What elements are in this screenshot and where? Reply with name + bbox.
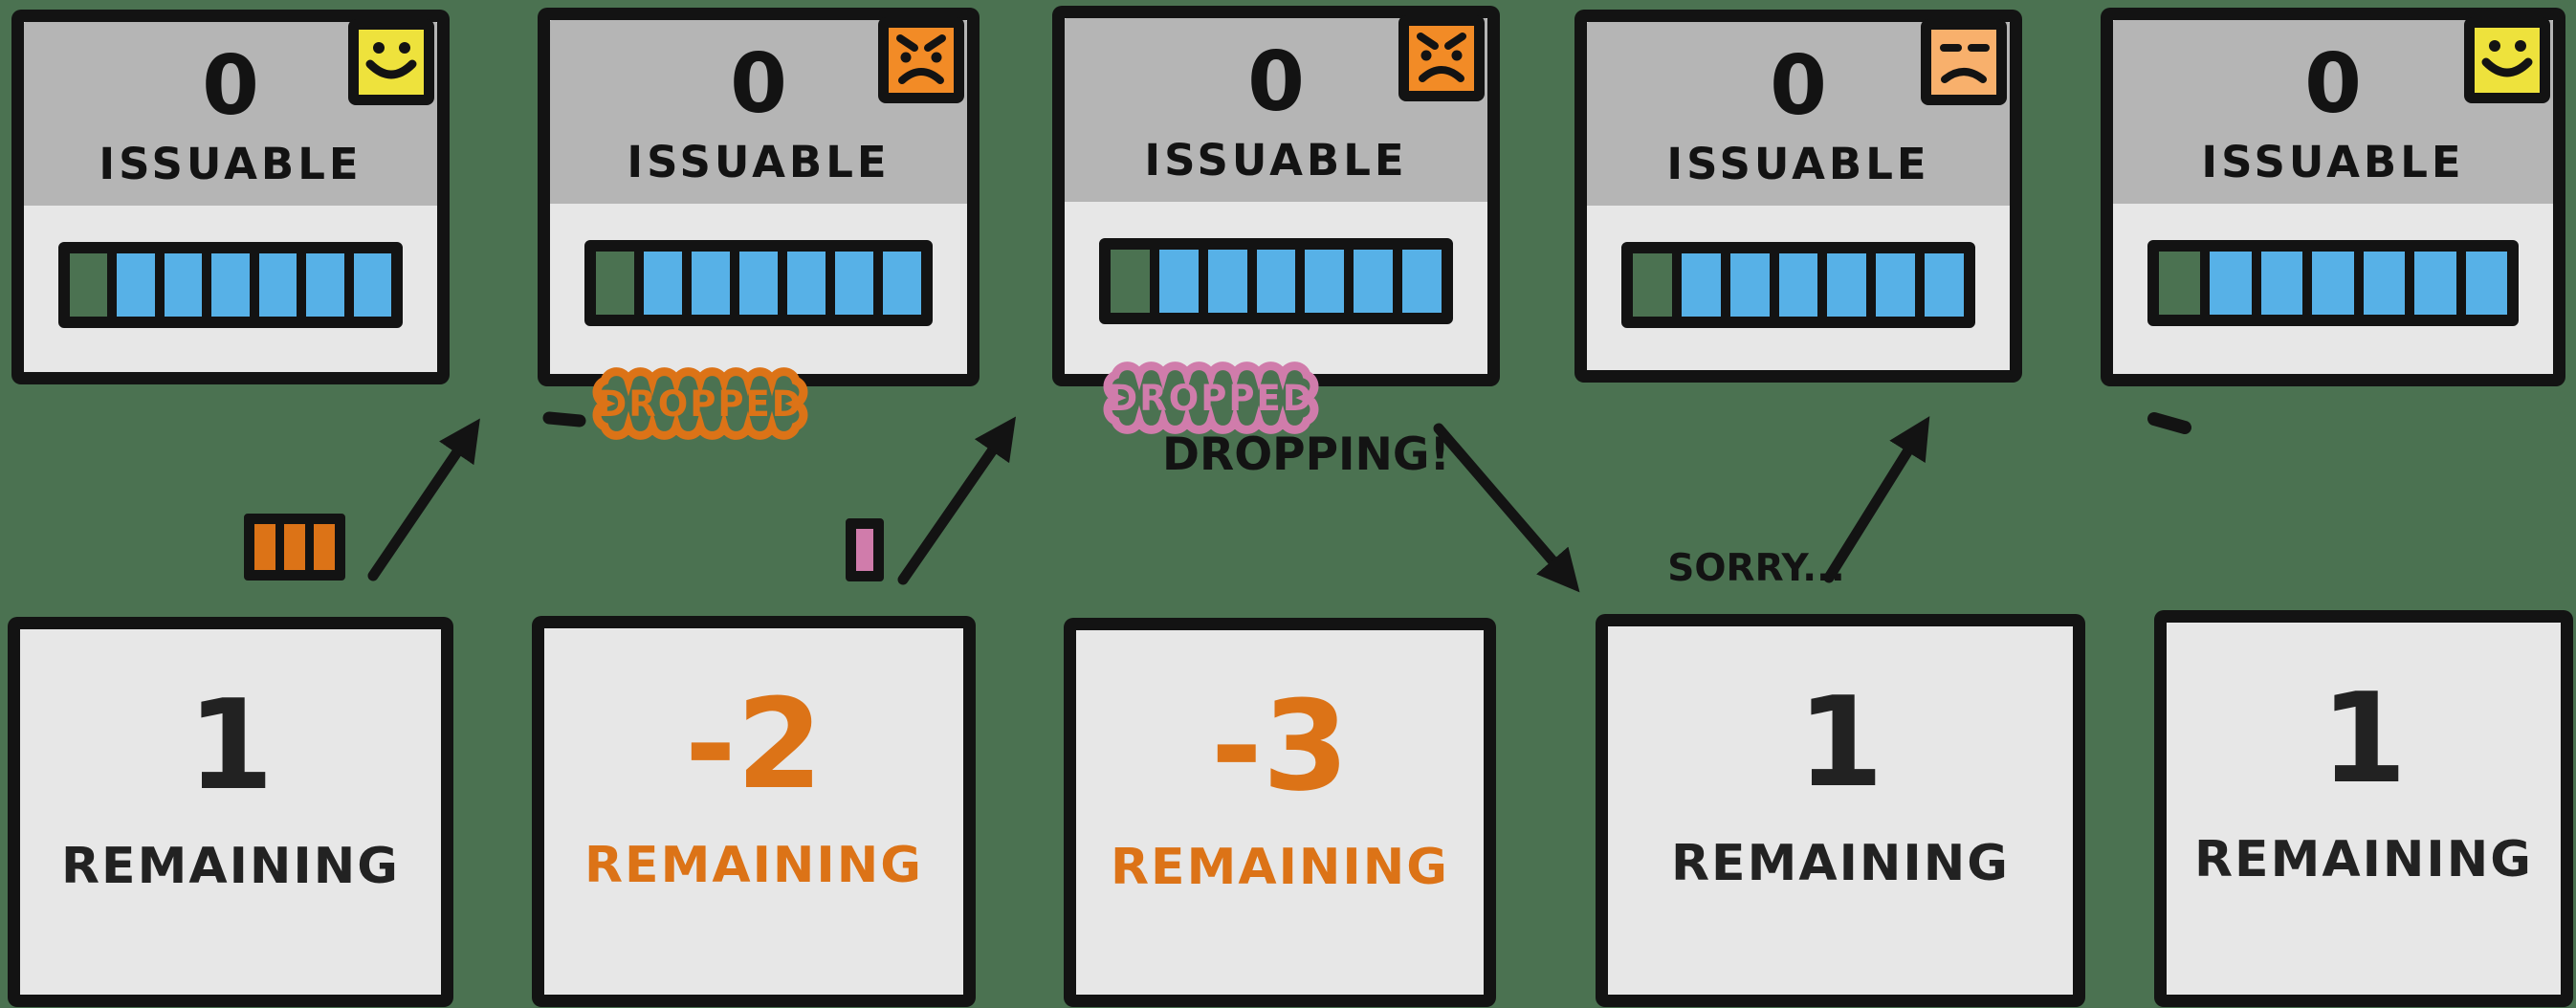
progress-cell-filled	[1158, 250, 1199, 313]
remaining-count: -3	[1210, 673, 1350, 819]
progress-cell-empty	[596, 252, 634, 315]
unamused-face-icon	[1921, 19, 2007, 105]
issuable-label: ISSUABLE	[1666, 139, 1930, 189]
remaining-label: REMAINING	[2194, 831, 2533, 888]
issuable-card-5: 0 ISSUABLE	[2101, 8, 2565, 386]
dropped-unit-cell	[254, 524, 275, 570]
progress-cell-empty	[2159, 252, 2201, 315]
progress-cell-filled	[883, 252, 921, 315]
progress-cell-filled	[1925, 253, 1965, 317]
dropped-badge-pink: DROPPED	[1100, 350, 1322, 446]
remaining-card-3: -3 REMAINING	[1064, 618, 1496, 1007]
smiley-face-icon	[2464, 17, 2550, 103]
arrow-down-right	[1433, 423, 1580, 593]
progress-bar	[58, 242, 403, 328]
remaining-count: 1	[1796, 669, 1884, 815]
issuable-label: ISSUABLE	[627, 137, 891, 187]
remaining-count: 1	[187, 672, 275, 818]
dropped-badge-orange: DROPPED	[589, 356, 811, 451]
progress-cell-filled	[692, 252, 730, 315]
progress-cell-filled	[2210, 252, 2252, 315]
progress-cell-filled	[2312, 252, 2354, 315]
progress-cell-filled	[211, 253, 250, 317]
progress-bar	[584, 240, 933, 326]
dropping-label: DROPPING!	[1162, 428, 1450, 481]
remaining-label: REMAINING	[1671, 835, 2010, 892]
issuable-card-2: 0 ISSUABLE	[538, 8, 980, 386]
progress-cell-filled	[1681, 253, 1721, 317]
progress-cell-empty	[70, 253, 108, 317]
dropped-unit-block-single	[846, 518, 884, 581]
dropped-unit-cell	[856, 529, 873, 571]
issuable-count: 0	[2304, 36, 2362, 132]
progress-cell-filled	[1402, 250, 1442, 313]
remaining-card-2: -2 REMAINING	[532, 616, 976, 1007]
progress-bar	[1621, 242, 1975, 328]
progress-bar	[2147, 240, 2519, 326]
progress-cell-filled	[2260, 252, 2303, 315]
progress-cell-filled	[258, 253, 297, 317]
progress-cell-filled	[835, 252, 873, 315]
progress-cell-filled	[353, 253, 391, 317]
progress-cell-filled	[1729, 253, 1770, 317]
sorry-label: SORRY...	[1667, 547, 1845, 590]
angry-face-icon	[878, 17, 964, 103]
issuable-card-1: 0 ISSUABLE	[11, 10, 450, 384]
progress-cell-empty	[1111, 250, 1150, 313]
progress-cell-filled	[644, 252, 682, 315]
issuable-count: 0	[730, 36, 787, 132]
progress-cell-filled	[1256, 250, 1296, 313]
issuable-count: 0	[202, 38, 259, 134]
progress-cell-filled	[1827, 253, 1867, 317]
progress-cell-filled	[164, 253, 203, 317]
progress-cell-filled	[117, 253, 155, 317]
remaining-count: 1	[2320, 666, 2408, 811]
remaining-label: REMAINING	[584, 837, 923, 894]
issuable-count: 0	[1247, 34, 1305, 130]
dropped-unit-cell	[284, 524, 305, 570]
progress-cell-filled	[1778, 253, 1818, 317]
arrow-up-right-1	[367, 418, 480, 581]
angry-face-icon	[1398, 15, 1485, 101]
remaining-label: REMAINING	[61, 838, 400, 895]
progress-cell-filled	[2414, 252, 2456, 315]
arrow-up-right-2	[897, 416, 1017, 585]
ink-mark	[542, 411, 2191, 434]
remaining-card-1: 1 REMAINING	[8, 617, 453, 1007]
progress-cell-filled	[1207, 250, 1247, 313]
progress-cell-filled	[2465, 252, 2507, 315]
progress-cell-filled	[2363, 252, 2406, 315]
arrow-up-right-3	[1823, 416, 1930, 583]
remaining-label: REMAINING	[1111, 839, 1449, 896]
issuable-label: ISSUABLE	[99, 139, 363, 189]
progress-cell-filled	[1354, 250, 1394, 313]
issuable-count: 0	[1770, 38, 1827, 134]
issuable-label: ISSUABLE	[2201, 137, 2465, 187]
dropped-label: DROPPED	[1108, 377, 1314, 419]
progress-cell-filled	[306, 253, 344, 317]
progress-cell-empty	[1633, 253, 1672, 317]
issuable-card-3: 0 ISSUABLE	[1052, 6, 1500, 386]
issuable-label: ISSUABLE	[1144, 135, 1408, 186]
dropped-unit-cell	[314, 524, 335, 570]
smiley-face-icon	[348, 19, 434, 105]
remaining-card-4: 1 REMAINING	[1596, 614, 2085, 1007]
dropped-units-block	[244, 514, 345, 581]
progress-cell-filled	[1876, 253, 1916, 317]
dropped-label: DROPPED	[597, 383, 804, 425]
progress-cell-filled	[1305, 250, 1345, 313]
progress-cell-filled	[739, 252, 778, 315]
remaining-count: -2	[684, 671, 824, 817]
progress-bar	[1099, 238, 1453, 324]
issuable-card-4: 0 ISSUABLE	[1574, 10, 2022, 383]
progress-cell-filled	[787, 252, 826, 315]
remaining-card-5: 1 REMAINING	[2154, 610, 2573, 1007]
